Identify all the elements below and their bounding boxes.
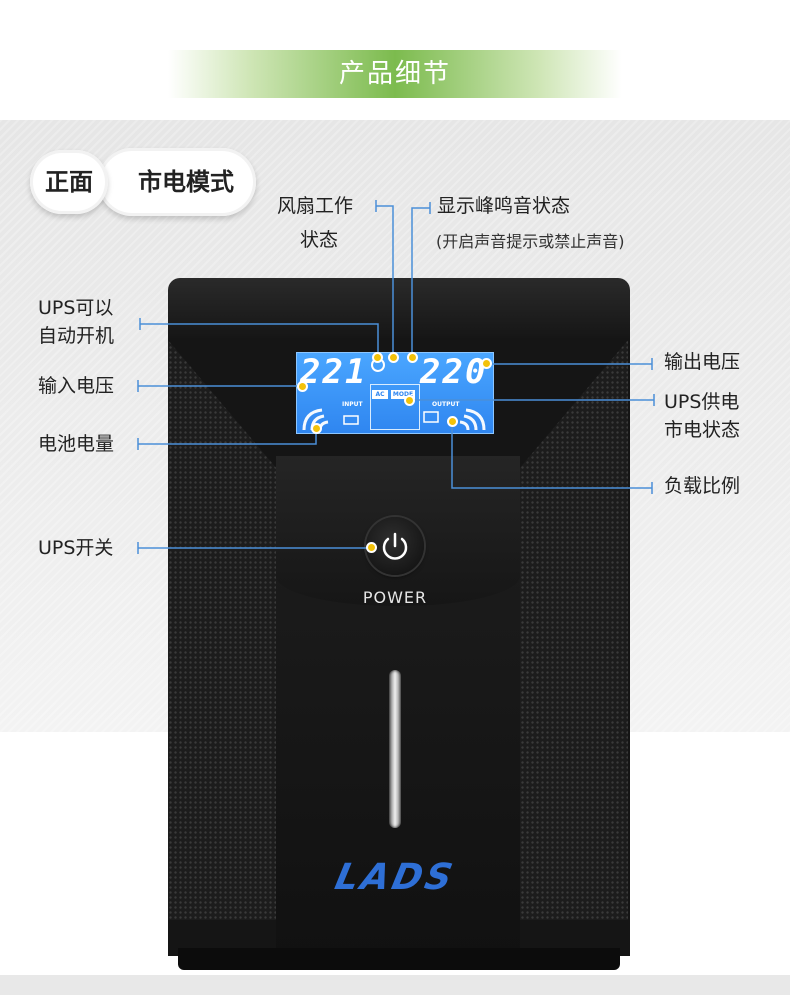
callout-dot-battery — [311, 423, 322, 434]
page-title: 产品细节 — [338, 59, 451, 89]
callout-buzzer-note: (开启声音提示或禁止声音) — [436, 232, 625, 251]
mode-pill-label: 市电模式 — [138, 168, 234, 196]
lcd-ac-label: AC — [372, 390, 388, 399]
lcd-mode-box — [370, 384, 420, 430]
callout-output-voltage: 输出电压 — [664, 351, 741, 373]
lcd-input-label: INPUT — [342, 401, 363, 408]
callout-battery-level: 电池电量 — [38, 433, 115, 455]
callout-autostart-line1: UPS可以 — [38, 297, 114, 319]
lcd-level-bars — [302, 408, 486, 431]
callout-dot-supply — [404, 395, 415, 406]
view-pill: 正面 — [30, 150, 108, 214]
callout-supply-line1: UPS供电 — [664, 391, 740, 413]
callout-load-ratio: 负载比例 — [664, 475, 741, 497]
bottom-band — [0, 975, 790, 995]
mode-pill: 市电模式 — [98, 148, 256, 216]
callout-dot-fan — [388, 352, 399, 363]
callout-supply-line2: 市电状态 — [664, 419, 741, 441]
callout-dot-switch — [366, 542, 377, 553]
callout-input-voltage: 输入电压 — [38, 375, 115, 397]
callout-dot-autostart — [372, 352, 383, 363]
lcd-output-label: OUTPUT — [432, 401, 460, 408]
callout-fan-line1: 风扇工作 — [277, 195, 354, 217]
callout-buzzer-title: 显示峰鸣音状态 — [437, 195, 571, 217]
callout-dot-output — [481, 358, 492, 369]
header-banner — [168, 50, 622, 98]
callout-dot-input — [297, 381, 308, 392]
callout-autostart-line2: 自动开机 — [38, 325, 115, 347]
lcd-input-value: 221 — [300, 352, 368, 392]
lcd-mode-label: MODE — [391, 390, 415, 399]
power-icon — [382, 532, 408, 560]
callout-dot-buzzer — [407, 352, 418, 363]
ups-base — [178, 948, 620, 970]
callout-ups-switch: UPS开关 — [38, 537, 114, 559]
ups-top — [168, 278, 630, 338]
power-label: POWER — [362, 588, 428, 607]
status-light-bar — [389, 670, 401, 828]
lcd-output-value: 220 — [420, 352, 488, 392]
callout-fan-line2: 状态 — [300, 229, 339, 251]
callout-dot-load — [447, 416, 458, 427]
